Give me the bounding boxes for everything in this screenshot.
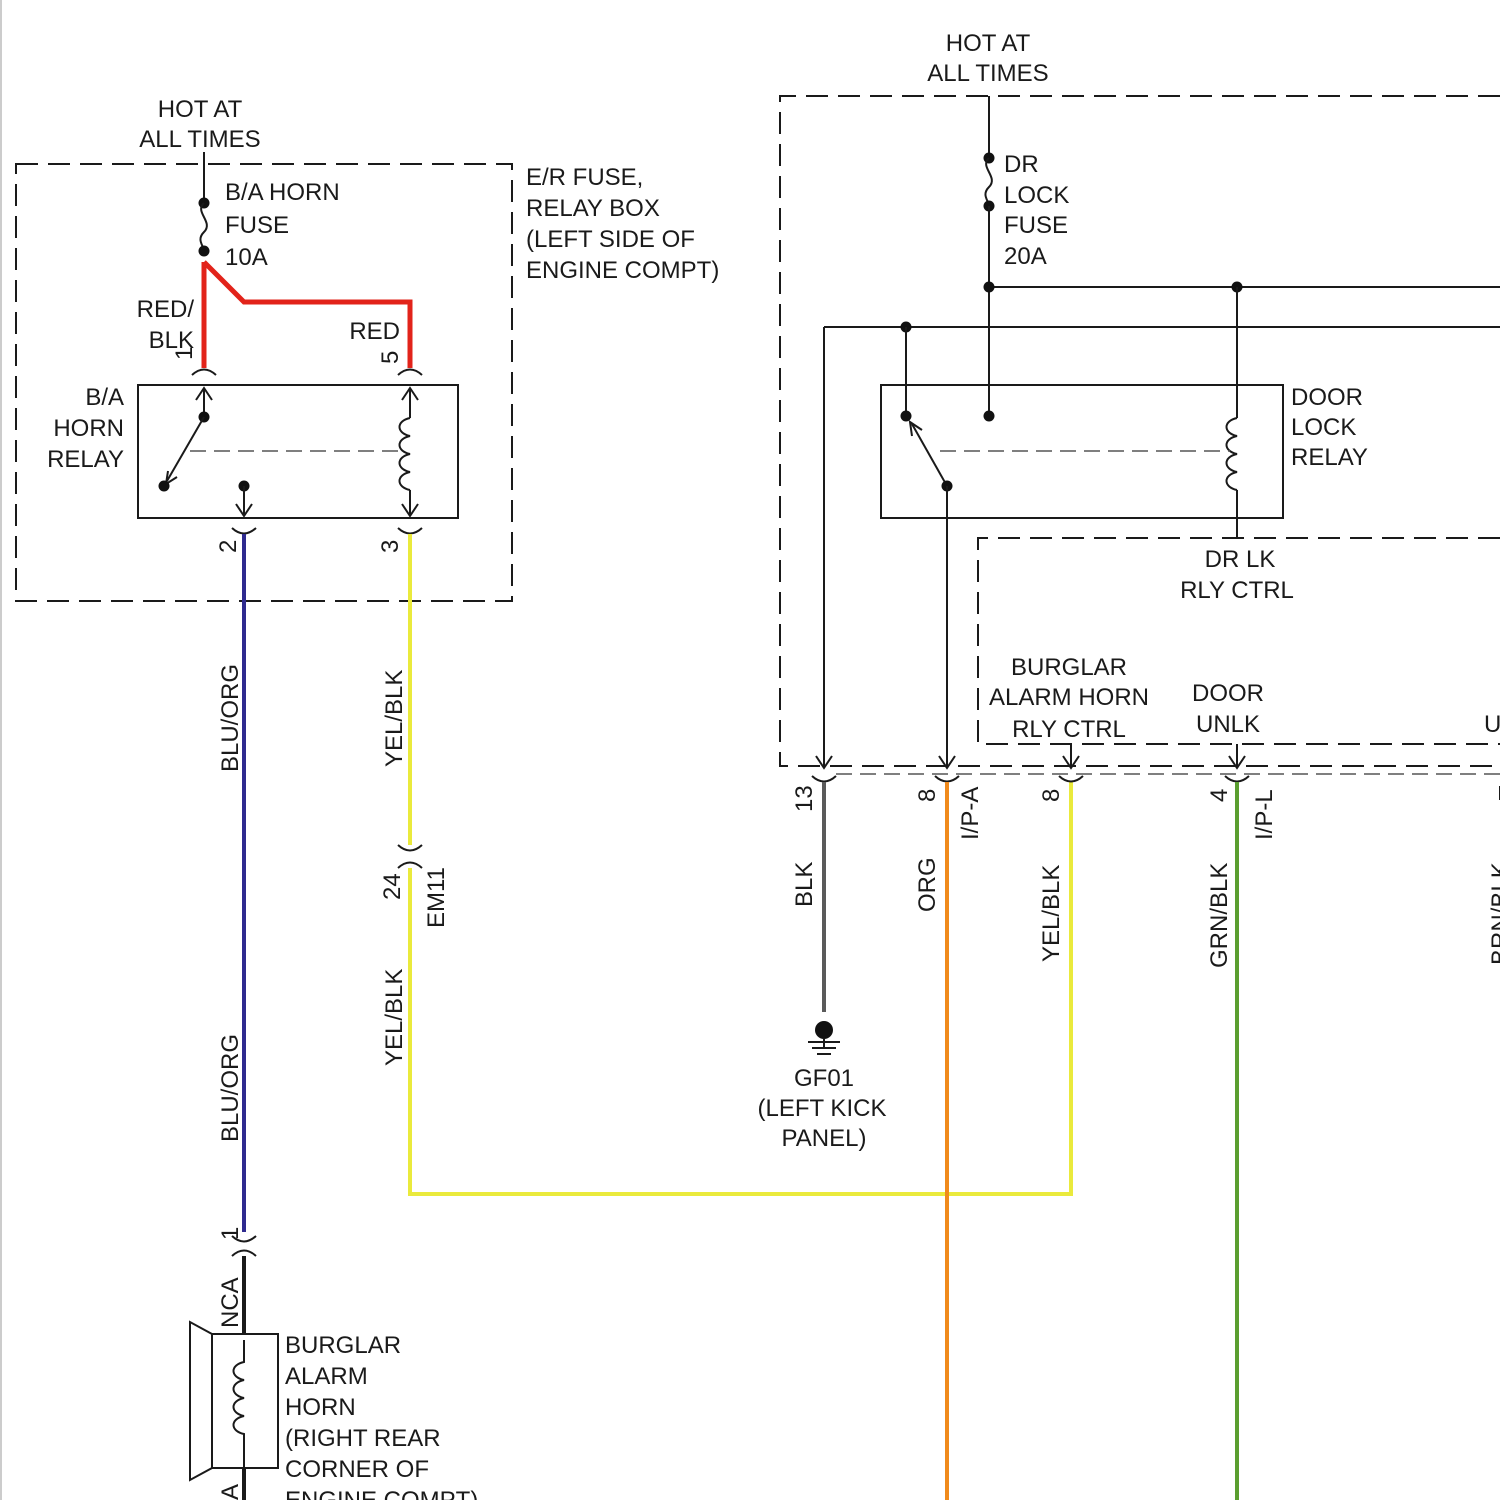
door-lock-relay-contact-no xyxy=(984,411,995,422)
module-box-outline xyxy=(780,96,1500,766)
ba-relay-connector-5 xyxy=(398,370,422,376)
em11-connector-top xyxy=(398,845,422,851)
ba-horn-fuse-label-1: B/A HORN xyxy=(225,179,340,206)
horn-label-3: HORN xyxy=(285,1394,356,1421)
door-lock-relay-coil xyxy=(1227,418,1238,490)
horn-label-1: BURGLAR xyxy=(285,1332,401,1359)
horn-connector-bottom xyxy=(232,1251,256,1257)
ip-l-label: I/P-L xyxy=(1251,789,1278,840)
ba-horn-fuse-terminal-bottom xyxy=(199,246,210,257)
ba-relay-label-3: RELAY xyxy=(47,446,124,473)
door-lock-relay-switch-arrow xyxy=(910,422,922,436)
ba-horn-fuse-label-3: 10A xyxy=(225,244,268,271)
power-left-label-1: HOT AT xyxy=(158,96,243,123)
connector-4 xyxy=(1225,776,1249,782)
horn-bell xyxy=(190,1322,212,1480)
ba-horn-fuse-symbol xyxy=(200,203,206,251)
horn-pin: 1 xyxy=(217,1227,244,1240)
bus-fuse-junction xyxy=(984,282,995,293)
ba-horn-fuse-label-2: FUSE xyxy=(225,212,289,239)
ba-relay-pin-5: 5 xyxy=(377,351,404,364)
horn-label-5: CORNER OF xyxy=(285,1456,429,1483)
ground-label-2: (LEFT KICK xyxy=(758,1095,887,1122)
ground-label-1: GF01 xyxy=(794,1065,854,1092)
burglar-ctrl-label-3: RLY CTRL xyxy=(1012,716,1126,743)
ba-relay-contact-open xyxy=(159,481,170,492)
door-lock-relay-label-1: DOOR xyxy=(1291,384,1363,411)
ip-a-label: I/P-A xyxy=(957,787,984,840)
wire-partial-right-label: BRN/BLK xyxy=(1487,862,1500,965)
door-lock-relay-switch-arm xyxy=(912,424,947,486)
wire-grn-blk-label: GRN/BLK xyxy=(1206,863,1233,968)
dr-lk-ctrl-label-2: RLY CTRL xyxy=(1180,577,1294,604)
wire-yel-blk-label-lower: YEL/BLK xyxy=(381,969,408,1066)
ba-relay-pin-1: 1 xyxy=(171,347,198,360)
ba-relay-switch-arm xyxy=(167,417,204,481)
ba-relay-connector-3 xyxy=(398,528,422,534)
ba-relay-pin-3: 3 xyxy=(377,540,404,553)
wire-blu-org-label-upper: BLU/ORG xyxy=(217,664,244,772)
dr-lock-fuse-symbol xyxy=(985,158,991,206)
burglar-ctrl-label-2: ALARM HORN xyxy=(989,684,1149,711)
connector-13 xyxy=(812,776,836,782)
connector-8a xyxy=(935,776,959,782)
horn-connector-bottom-label: A xyxy=(217,1484,244,1500)
dr-lock-fuse-label-2: LOCK xyxy=(1004,182,1069,209)
door-unlk-label-2: UNLK xyxy=(1196,711,1260,738)
horn-label-6: ENGINE COMPT) xyxy=(285,1487,478,1500)
door-lock-relay-label-3: RELAY xyxy=(1291,444,1368,471)
horn-coil xyxy=(234,1340,245,1468)
er-box-label-2: RELAY BOX xyxy=(526,195,660,222)
dr-lock-fuse-label-1: DR xyxy=(1004,151,1039,178)
ba-relay-connector-1 xyxy=(192,370,216,376)
em11-label: EM11 xyxy=(423,867,450,928)
er-box-label-1: E/R FUSE, xyxy=(526,164,643,191)
wire-yel-blk-right-label: YEL/BLK xyxy=(1038,865,1065,962)
wire-blk-label: BLK xyxy=(791,862,818,907)
wire-blu-org-label-lower: BLU/ORG xyxy=(217,1034,244,1142)
em11-connector-bottom xyxy=(398,863,422,869)
pin-4-label: 4 xyxy=(1206,789,1233,802)
ba-relay-pin-2: 2 xyxy=(215,540,242,553)
power-right-label-2: ALL TIMES xyxy=(927,60,1048,87)
pin-8a-label: 8 xyxy=(914,789,941,802)
pin-8b-label: 8 xyxy=(1038,789,1065,802)
horn-label-2: ALARM xyxy=(285,1363,368,1390)
wire-red-label: RED xyxy=(349,318,400,345)
em11-pin: 24 xyxy=(379,873,406,900)
power-right-label-1: HOT AT xyxy=(946,30,1031,57)
ba-relay-label-1: B/A xyxy=(85,384,124,411)
wire-yel-blk xyxy=(410,534,1071,1194)
door-lock-relay-contact-nc xyxy=(901,411,912,422)
ground-terminal xyxy=(815,1021,833,1039)
door-lock-relay-label-2: LOCK xyxy=(1291,414,1356,441)
dr-lk-ctrl-label-1: DR LK xyxy=(1205,546,1276,573)
horn-connector-label: NCA xyxy=(217,1277,244,1328)
ground-label-3: PANEL) xyxy=(782,1125,867,1152)
wire-red-blk-label-1: RED/ xyxy=(137,296,195,323)
wire-org-label: ORG xyxy=(914,857,941,912)
door-unlk-label-partial: U xyxy=(1484,711,1500,738)
wire-yel-blk-label-upper: YEL/BLK xyxy=(381,670,408,767)
door-unlk-label-1: DOOR xyxy=(1192,680,1264,707)
pin-13-label: 13 xyxy=(791,785,818,812)
horn-label-4: (RIGHT REAR xyxy=(285,1425,441,1452)
er-box-label-3: (LEFT SIDE OF xyxy=(526,226,695,253)
ba-relay-coil xyxy=(400,418,411,490)
er-box-label-4: ENGINE COMPT) xyxy=(526,257,719,284)
connector-8b xyxy=(1059,776,1083,782)
ba-relay-label-2: HORN xyxy=(53,415,124,442)
power-left-label-2: ALL TIMES xyxy=(139,126,260,153)
burglar-ctrl-label-1: BURGLAR xyxy=(1011,654,1127,681)
dr-lock-fuse-label-4: 20A xyxy=(1004,243,1047,270)
dr-lock-fuse-label-3: FUSE xyxy=(1004,212,1068,239)
ba-relay-connector-2 xyxy=(232,528,256,534)
